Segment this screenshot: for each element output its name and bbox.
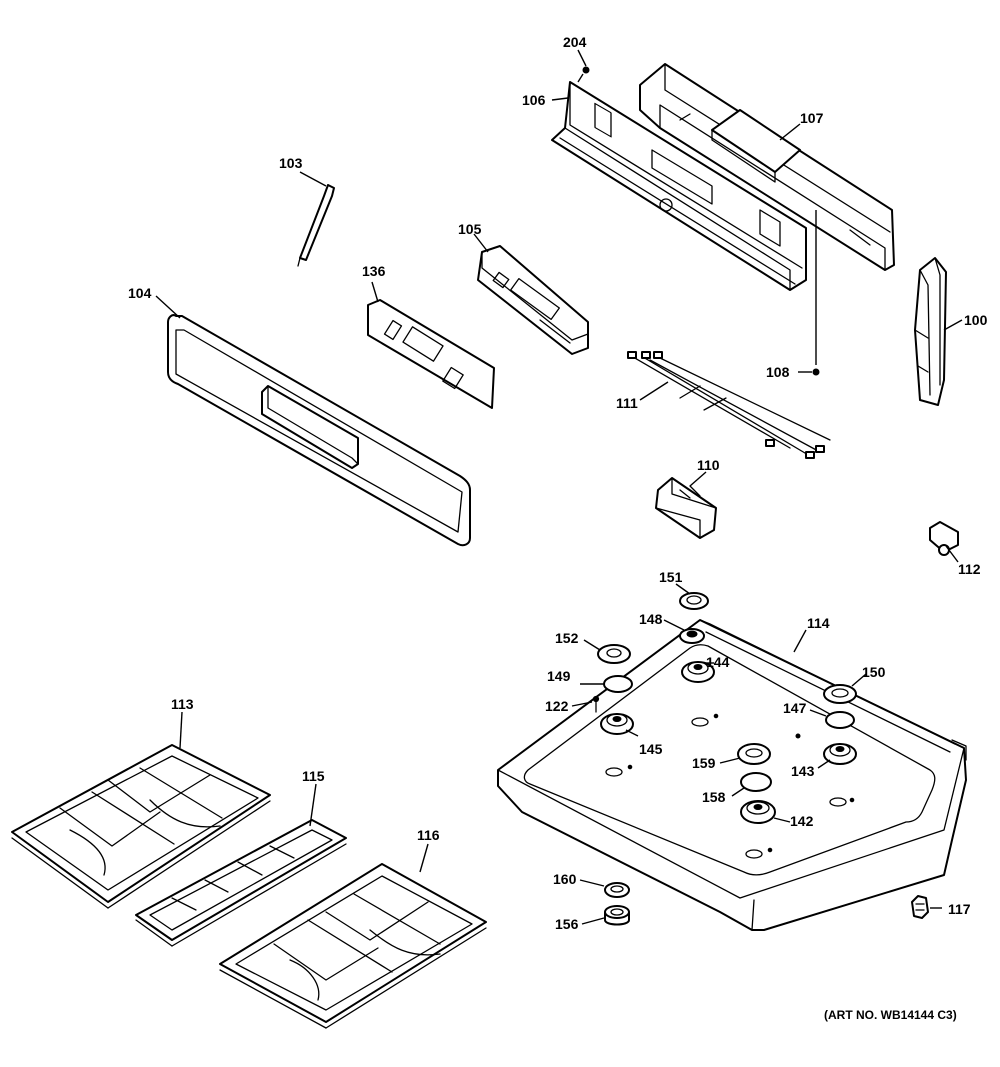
label-108: 108	[766, 364, 790, 380]
part-156-grommet	[604, 905, 630, 926]
part-103-bracket	[297, 184, 335, 267]
part-159-burner-cap	[737, 743, 771, 765]
part-110-terminal-block	[655, 477, 717, 539]
label-150: 150	[862, 664, 886, 680]
part-152-burner-cap	[597, 644, 631, 664]
label-159: 159	[692, 755, 716, 771]
label-107: 107	[800, 110, 824, 126]
label-142: 142	[790, 813, 814, 829]
part-117-leveling-leg	[911, 895, 929, 919]
label-112: 112	[958, 561, 981, 577]
part-160-grommet	[604, 882, 630, 898]
part-144-burner-base	[681, 661, 715, 683]
part-115-grate-center	[135, 819, 347, 947]
label-105: 105	[458, 221, 482, 237]
part-111-wire-harness	[627, 351, 831, 459]
leader-lines	[155, 49, 963, 925]
label-136: 136	[362, 263, 386, 279]
part-104-backguard-panel	[167, 314, 471, 547]
label-106: 106	[522, 92, 546, 108]
art-number: (ART NO. WB14144 C3)	[824, 1008, 957, 1022]
label-144: 144	[706, 654, 730, 670]
label-147: 147	[783, 700, 807, 716]
part-105-oven-control	[477, 245, 589, 355]
label-143: 143	[791, 763, 815, 779]
part-113-grate-left	[11, 744, 271, 909]
part-136-control-overlay	[367, 299, 495, 409]
label-149: 149	[547, 668, 571, 684]
label-116: 116	[417, 827, 440, 843]
label-115: 115	[302, 768, 325, 784]
part-106-backguard-bracket	[551, 81, 807, 291]
label-104: 104	[128, 285, 152, 301]
part-122-screw	[592, 695, 600, 713]
part-143-burner-base	[823, 743, 857, 765]
label-204: 204	[563, 34, 587, 50]
part-149-burner-head	[603, 675, 633, 693]
part-116-grate-right	[219, 863, 487, 1029]
label-103: 103	[279, 155, 303, 171]
part-142-burner-base	[740, 800, 776, 824]
label-122: 122	[545, 698, 569, 714]
label-148: 148	[639, 611, 663, 627]
part-107-backguard-cover	[639, 63, 895, 271]
label-151: 151	[659, 569, 683, 585]
label-117: 117	[948, 901, 971, 917]
label-145: 145	[639, 741, 663, 757]
label-152: 152	[555, 630, 579, 646]
label-158: 158	[702, 789, 726, 805]
part-147-burner-head	[825, 711, 855, 729]
part-158-burner-head	[740, 772, 772, 792]
part-148-burner-head	[679, 628, 705, 644]
label-156: 156	[555, 916, 579, 932]
part-145-burner-base	[600, 713, 634, 735]
label-111: 111	[616, 395, 638, 411]
label-110: 110	[697, 457, 720, 473]
part-112-clip	[929, 521, 959, 556]
part-150-burner-cap	[823, 684, 857, 704]
label-113: 113	[171, 696, 194, 712]
part-100-end-cap	[914, 257, 947, 406]
label-100: 100	[964, 312, 988, 328]
label-160: 160	[553, 871, 577, 887]
part-108-screw	[812, 210, 820, 376]
part-204-screw	[577, 66, 590, 83]
label-114: 114	[807, 615, 830, 631]
part-151-burner-cap	[679, 592, 709, 610]
part-labels: 204 106 107 103 105 136 104 100 108 111 …	[128, 34, 988, 932]
